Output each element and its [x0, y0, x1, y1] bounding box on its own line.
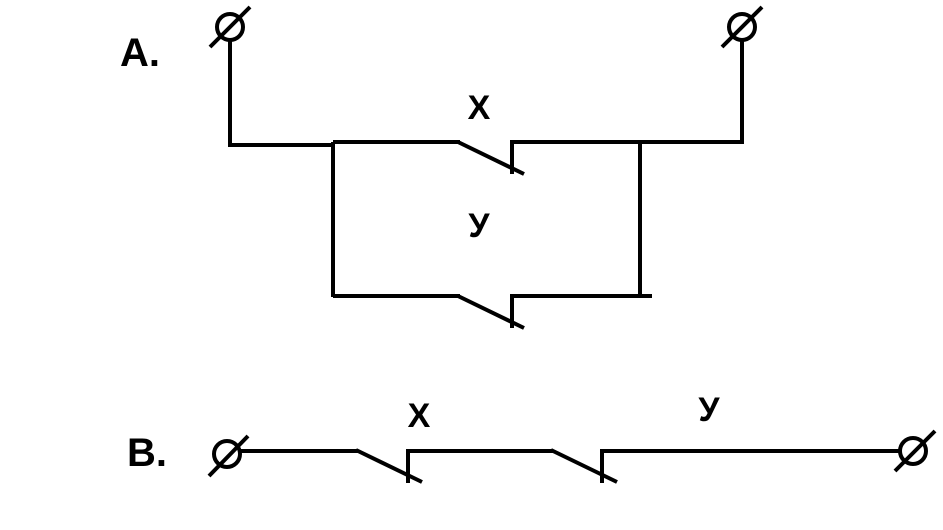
terminal-icon [207, 434, 250, 478]
diagram-a: A. X У [120, 5, 764, 330]
switch-x-label: X [408, 397, 431, 435]
switch-x [355, 448, 423, 484]
terminal-icon [893, 429, 937, 473]
wire-left-lead [228, 40, 333, 147]
switch-x [333, 140, 640, 176]
wire-right-lead [640, 40, 744, 144]
switch-y [333, 294, 652, 330]
switch-x-label: X [468, 89, 491, 127]
diagram-b-label: B. [127, 431, 167, 475]
switch-y-label: У [468, 207, 490, 245]
switch-y-label: У [698, 391, 720, 429]
diagram-b: B. X У [127, 391, 937, 484]
diagram-a-label: A. [120, 31, 160, 75]
switch-y [550, 448, 618, 484]
